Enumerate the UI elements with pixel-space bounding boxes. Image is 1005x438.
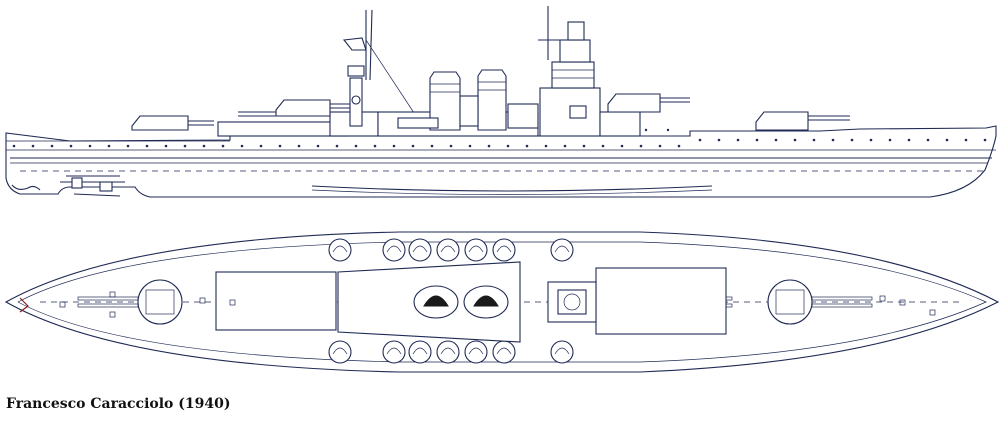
side-profile (5, 6, 997, 198)
turret-fwd-2-side (755, 111, 850, 131)
secondary-turret (550, 340, 574, 364)
secondary-turret (328, 238, 352, 262)
secondary-turret (408, 340, 432, 364)
secondary-turret (464, 340, 488, 364)
secondary-turret (328, 340, 352, 364)
turret-plan (767, 279, 873, 325)
secondary-turret (492, 238, 516, 262)
secondary-turret (550, 238, 574, 262)
secondary-turret (464, 238, 488, 262)
turret-aft-1-side (131, 115, 214, 131)
secondary-turret (382, 238, 406, 262)
secondary-turret (408, 238, 432, 262)
secondary-turret (382, 340, 406, 364)
turret-aft-2-side (238, 99, 356, 117)
turret-plan (77, 279, 183, 325)
drawing-caption: Francesco Caracciolo (1940) (6, 396, 231, 412)
secondary-turret (436, 340, 460, 364)
secondary-turret (436, 238, 460, 262)
secondary-turret (492, 340, 516, 364)
hull-side (5, 125, 997, 198)
secondary-turrets-plan (328, 238, 574, 364)
plan-view (4, 231, 1000, 373)
turret-fwd-1-side (607, 93, 690, 113)
